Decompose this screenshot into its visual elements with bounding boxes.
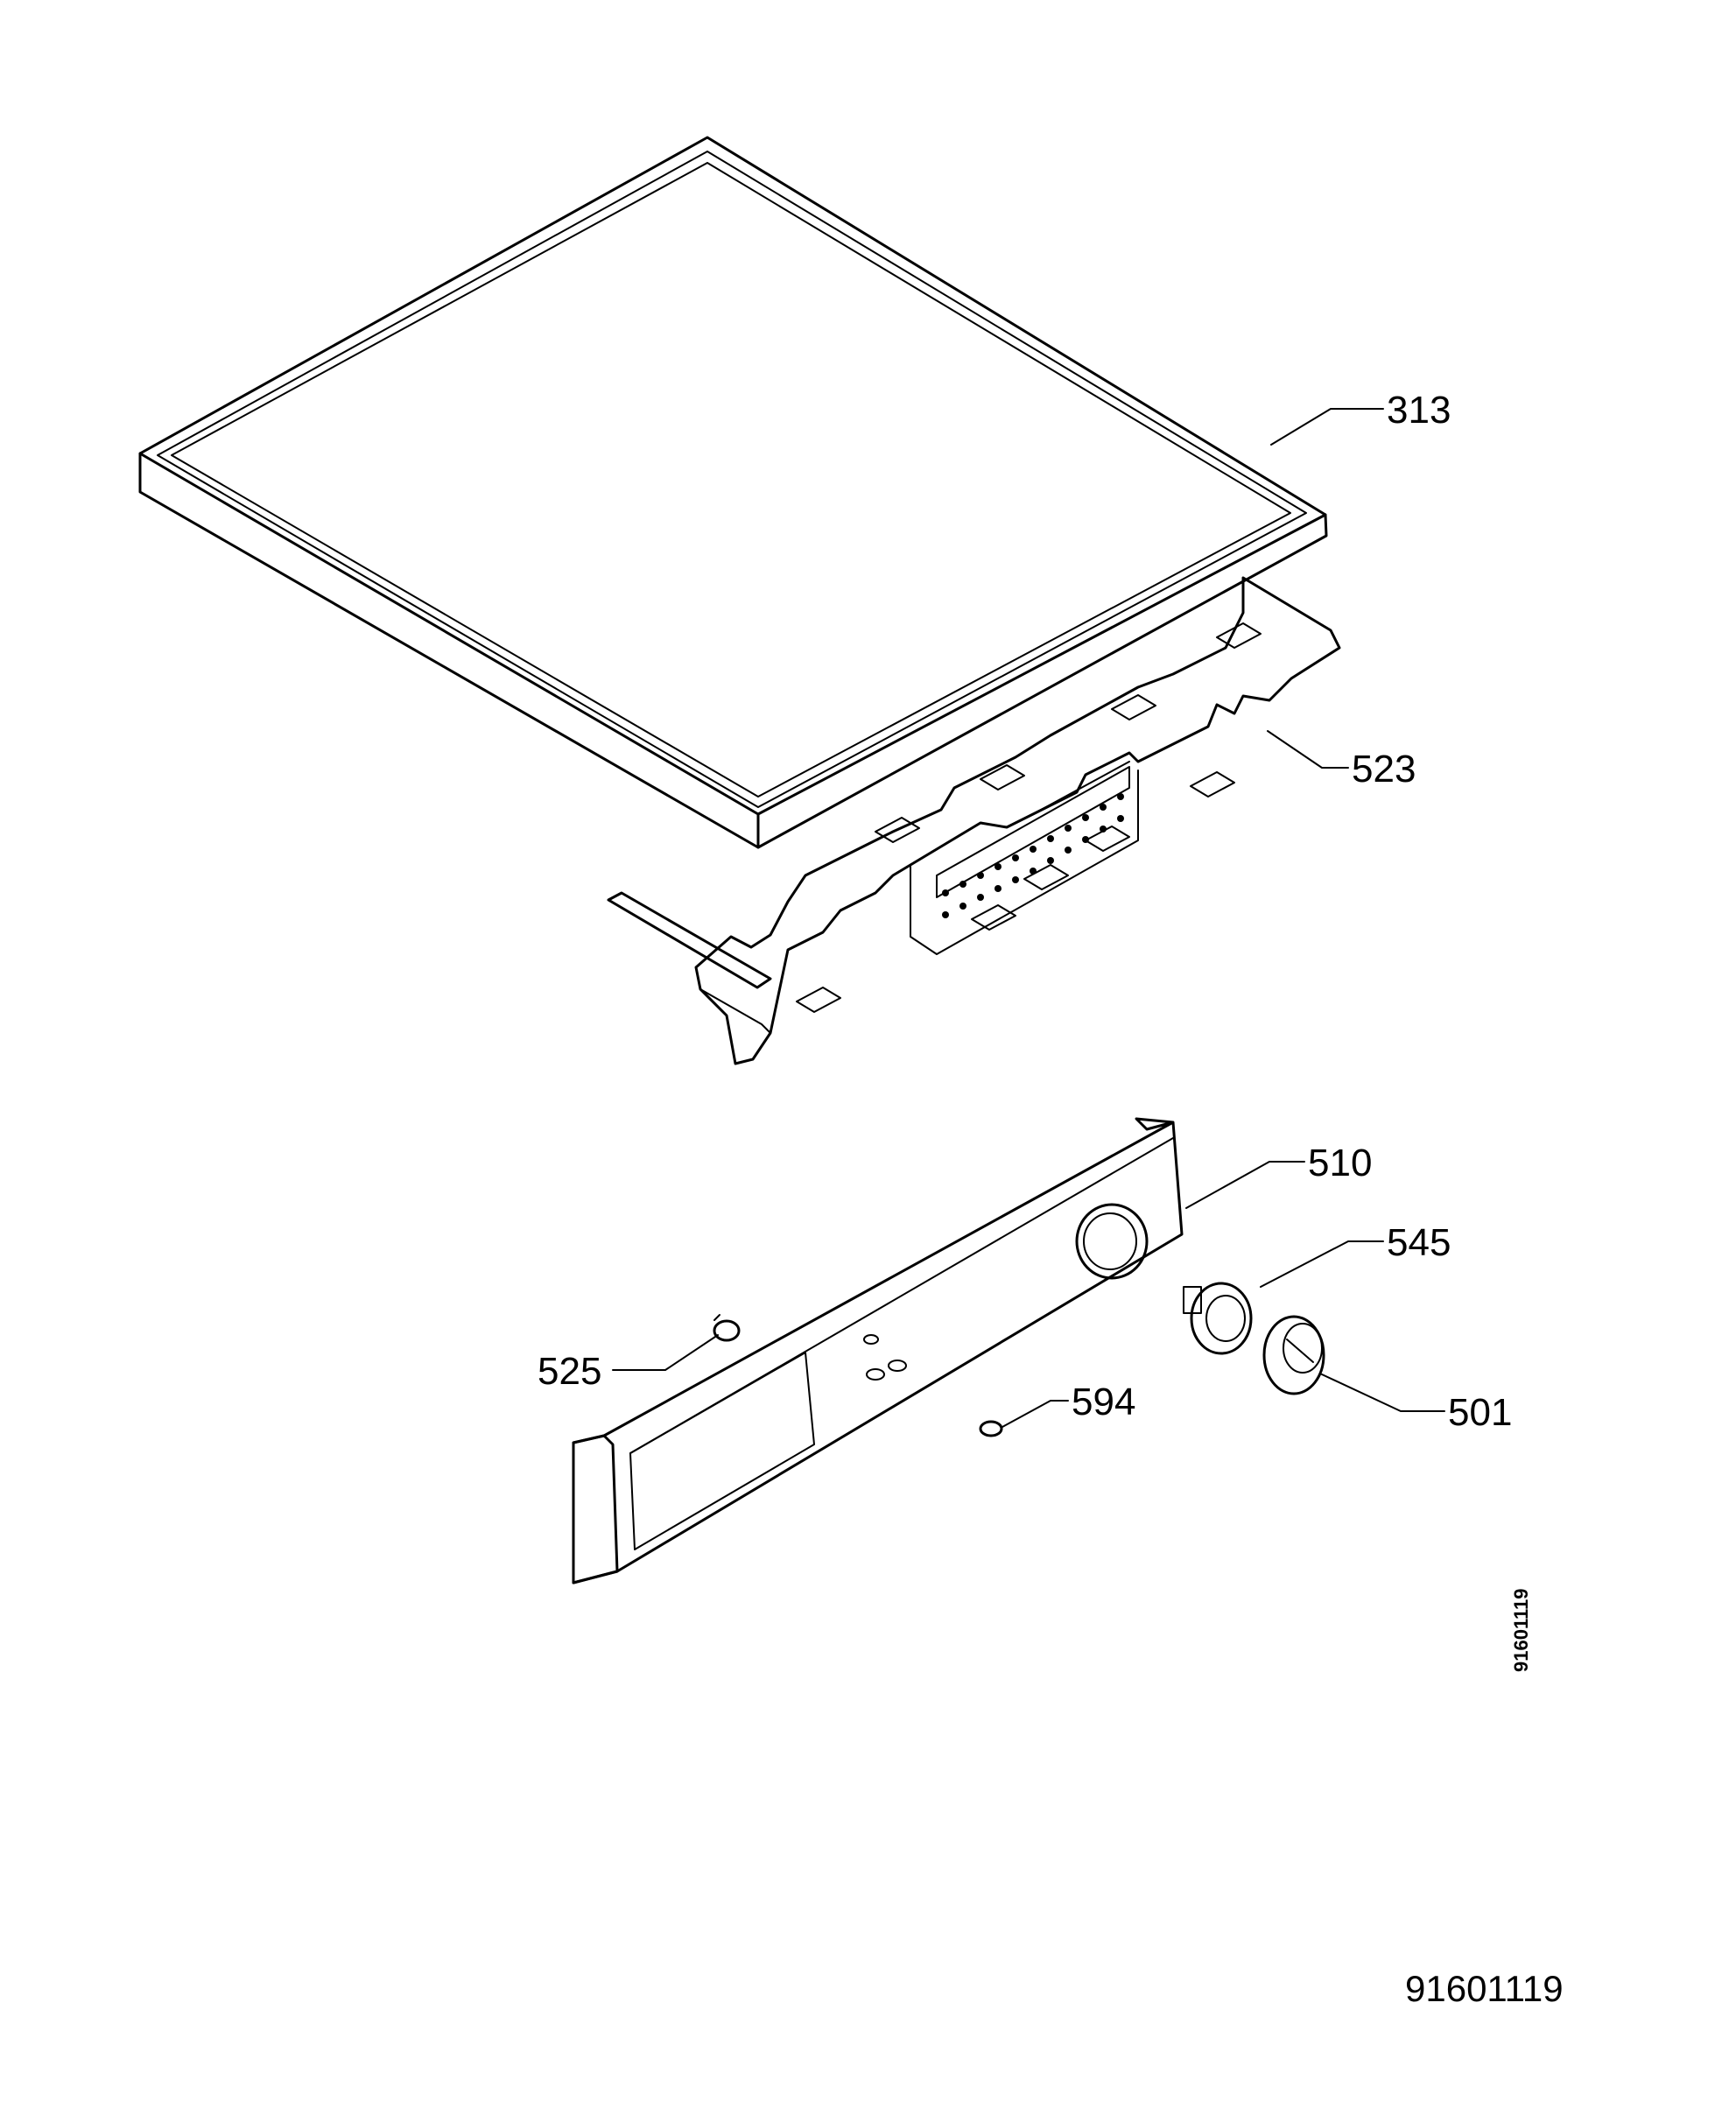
label-545: 545 (1387, 1221, 1451, 1264)
label-594: 594 (1072, 1381, 1135, 1423)
label-501: 501 (1448, 1391, 1512, 1434)
lightpipe-594 (979, 1420, 1003, 1437)
label-510: 510 (1308, 1142, 1372, 1184)
leader-510 (1185, 1161, 1305, 1209)
leader-501 (1321, 1374, 1445, 1412)
side-code: 91601119 (1510, 1589, 1532, 1672)
fascia-510 (572, 1117, 1184, 1585)
panel-frame-523 (607, 576, 1341, 1065)
label-313: 313 (1387, 389, 1451, 432)
leader-313 (1270, 408, 1384, 446)
top-cover-313 (138, 136, 1328, 849)
leader-594 (1002, 1400, 1069, 1428)
button-525 (713, 1314, 741, 1342)
label-525: 525 (538, 1350, 601, 1393)
leader-523 (1267, 730, 1349, 769)
switch-545 (1183, 1282, 1253, 1355)
leader-545 (1260, 1240, 1384, 1288)
vent-holes (942, 793, 1124, 918)
label-523: 523 (1352, 748, 1416, 791)
leader-lines (612, 408, 1445, 1428)
document-number: 91601119 (1405, 1968, 1564, 2009)
knob-501 (1262, 1315, 1325, 1395)
leader-525 (612, 1334, 719, 1371)
